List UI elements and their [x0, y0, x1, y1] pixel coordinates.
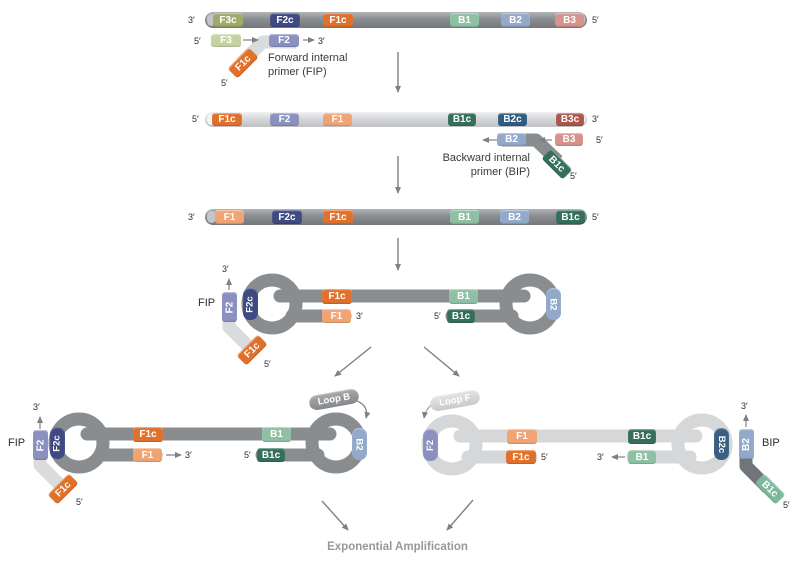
mid-b1c-five-prime: 5′ — [434, 311, 441, 321]
bl-f1c: F1c — [133, 427, 163, 442]
fip-f3-prime: 5′ — [194, 36, 201, 46]
converge-arrow-left — [321, 500, 349, 531]
br-bip-b1c-tail: B1c — [754, 473, 786, 505]
strand3-left-prime: 3′ — [188, 212, 195, 222]
segment-f1c: F1c — [212, 113, 242, 126]
bl-f1-three-prime: 3′ — [185, 450, 192, 460]
bl-b2-patch: B2 — [352, 428, 367, 460]
bl-b1c-five-prime: 5′ — [244, 450, 251, 460]
loop-b-arrow — [356, 400, 371, 419]
segment-b2: B2 — [501, 13, 530, 27]
bl-b1: B1 — [262, 427, 291, 442]
bl-fip-label: FIP — [8, 437, 26, 449]
segment-b1: B1 — [450, 13, 479, 27]
strand1-bar — [205, 12, 587, 28]
mid-dumbbell-tube — [241, 273, 561, 335]
mid-b2-patch: B2 — [546, 288, 561, 320]
strand1-left-prime: 3′ — [188, 15, 195, 25]
loop-b-banner: Loop B — [308, 387, 360, 412]
br-b1c: B1c — [628, 429, 656, 444]
mid-f1c: F1c — [322, 289, 352, 304]
br-b1-three-prime: 3′ — [597, 452, 604, 462]
primer-b3: B3 — [555, 133, 583, 146]
fip-caption-line1: Forward internal — [268, 52, 348, 64]
br-f2-patch: F2 — [423, 429, 438, 461]
br-f1c-five-prime: 5′ — [541, 452, 548, 462]
fip-caption-line2: primer (FIP) — [268, 66, 327, 79]
primer-f3: F3 — [211, 34, 241, 47]
fip-f1c-tail: F1c — [227, 47, 259, 79]
mid-fip-f1c-tail: F1c — [236, 334, 268, 366]
segment-b1c: B1c — [448, 113, 476, 126]
mid-fip-three-prime: 3′ — [222, 264, 229, 274]
segment-f1c: F1c — [323, 13, 353, 27]
mid-fip-label: FIP — [198, 297, 216, 309]
bl-fip-f1c-tail: F1c — [47, 473, 79, 505]
segment-f2c: F2c — [272, 210, 302, 224]
br-bip-label: BIP — [762, 437, 780, 449]
mid-b1: B1 — [449, 289, 478, 304]
bl-fip-f2: F2 — [33, 430, 48, 460]
bip-caption-line1: Backward internal — [442, 152, 530, 164]
segment-f2: F2 — [270, 113, 299, 126]
strand2-right-prime: 3′ — [592, 114, 599, 124]
br-f1c: F1c — [506, 450, 536, 464]
strand2-left-prime: 5′ — [192, 114, 199, 124]
br-b2c-patch: B2c — [714, 428, 729, 460]
segment-b1: B1 — [450, 210, 479, 224]
loop-f-banner: Loop F — [429, 388, 481, 413]
strand2-left-cap — [207, 114, 216, 125]
bl-f1: F1 — [133, 448, 162, 462]
segment-f3c: F3c — [213, 13, 243, 27]
segment-f2c: F2c — [270, 13, 300, 27]
mid-fip-five-prime: 5′ — [264, 359, 271, 369]
mid-f2c-patch: F2c — [243, 288, 258, 320]
bip-caption-line2: primer (BIP) — [470, 166, 530, 179]
fip-f2: F2 — [269, 34, 299, 47]
bl-fip-five-prime: 5′ — [76, 497, 83, 507]
segment-f1: F1 — [323, 113, 352, 126]
bip-tail-five-prime: 5′ — [570, 171, 577, 181]
diverge-arrow-left — [334, 346, 372, 377]
fip-caption: Forward internal primer (FIP) — [268, 51, 347, 80]
strand3-left-cap — [207, 211, 216, 223]
segment-f1c: F1c — [323, 210, 353, 224]
bip-b3-prime: 5′ — [596, 135, 603, 145]
strand1-right-prime: 5′ — [592, 15, 599, 25]
strand3-bar — [205, 209, 587, 225]
bip-b1c-tail: B1c — [541, 148, 573, 180]
fip-tail-five-prime: 5′ — [221, 78, 228, 88]
strand1-left-cap — [207, 14, 216, 26]
strand2-bar — [205, 112, 587, 127]
bl-dumbbell-tube — [48, 412, 367, 474]
fip-three-prime: 3′ — [318, 36, 325, 46]
mid-f1: F1 — [322, 309, 351, 323]
mid-b1c: B1c — [447, 309, 475, 323]
bl-b1c: B1c — [257, 448, 285, 462]
strand3-right-prime: 5′ — [592, 212, 599, 222]
bl-fip-three-prime: 3′ — [33, 402, 40, 412]
br-bip-b2: B2 — [739, 429, 754, 459]
segment-f1: F1 — [215, 210, 244, 224]
exponential-amplification-label: Exponential Amplification — [327, 541, 468, 553]
br-f1: F1 — [507, 429, 537, 444]
bl-f2c-patch: F2c — [50, 427, 65, 459]
diverge-arrow-right — [423, 346, 460, 377]
bip-caption: Backward internal primer (BIP) — [430, 151, 530, 180]
br-b1: B1 — [628, 450, 656, 464]
segment-b3: B3 — [555, 13, 584, 27]
segment-b2c: B2c — [498, 113, 527, 126]
bip-b2: B2 — [497, 133, 526, 146]
mid-fip-f2: F2 — [222, 292, 237, 322]
segment-b3c: B3c — [556, 113, 584, 126]
mid-f1-three-prime: 3′ — [356, 311, 363, 321]
converge-arrow-right — [446, 499, 474, 531]
segment-b2: B2 — [500, 210, 529, 224]
segment-b1c: B1c — [556, 210, 585, 224]
br-bip-five-prime: 5′ — [783, 500, 790, 510]
br-bip-three-prime: 3′ — [741, 401, 748, 411]
br-dumbbell-tube — [421, 413, 733, 476]
